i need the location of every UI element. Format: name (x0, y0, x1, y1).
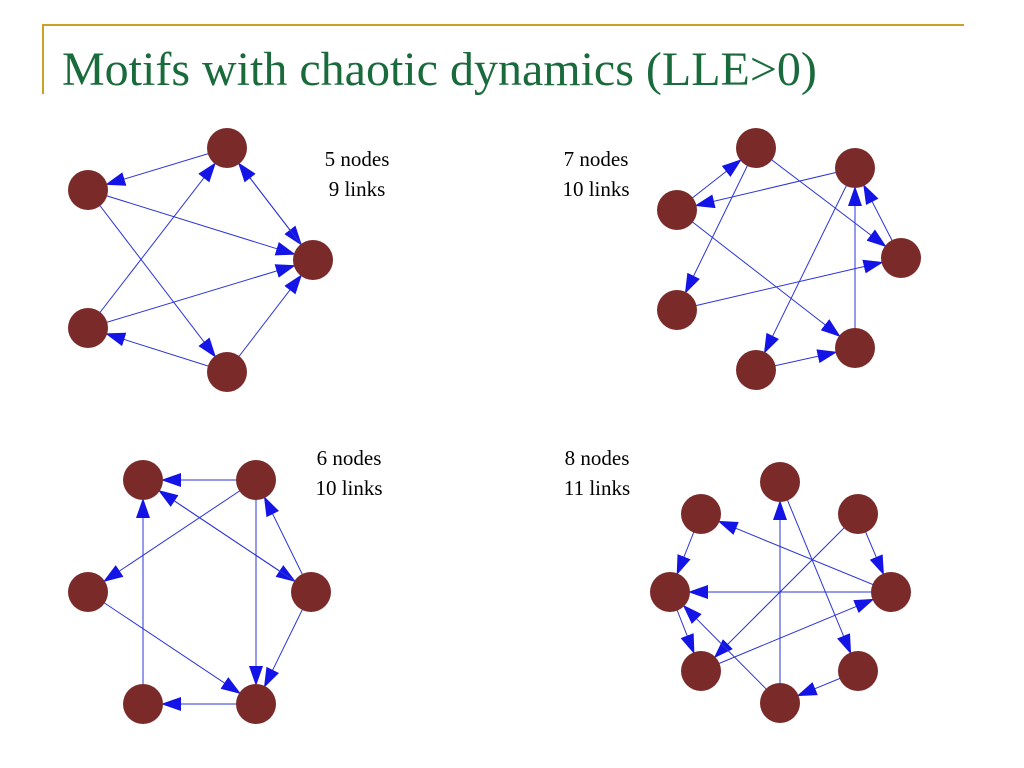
motif-6-link-count: 10 links (315, 476, 382, 500)
edge-m6-3-to-0 (157, 489, 312, 593)
edge-m5-3-to-0 (87, 162, 216, 329)
node-m7-0 (736, 128, 776, 168)
edge-m5-3-to-2 (87, 264, 296, 329)
motif-7-nodes: 7 nodes 10 links (562, 128, 921, 390)
edge-m8-5-to-4 (700, 598, 875, 672)
node-m7-6 (835, 328, 875, 368)
node-m7-4 (657, 290, 697, 330)
title-accent-bar (42, 24, 44, 94)
node-m5-3 (68, 308, 108, 348)
motif-6-nodes: 6 nodes 10 links (68, 446, 383, 724)
node-m8-1 (681, 494, 721, 534)
title-accent-rule (42, 24, 964, 26)
edge-m8-2-to-5 (713, 513, 859, 659)
node-m8-7 (760, 683, 800, 723)
node-m5-4 (207, 352, 247, 392)
motif-8-node-count: 8 nodes (565, 446, 630, 470)
slide-title: Motifs with chaotic dynamics (LLE>0) (62, 43, 817, 96)
motif-5-edges (87, 147, 314, 373)
node-m6-0 (123, 460, 163, 500)
motif-5-nodes: 5 nodes 9 links (68, 128, 389, 392)
node-m5-0 (207, 128, 247, 168)
node-m8-5 (681, 651, 721, 691)
node-m7-3 (881, 238, 921, 278)
node-m8-0 (760, 462, 800, 502)
node-m7-1 (835, 148, 875, 188)
edge-m5-1-to-2 (87, 189, 296, 256)
edge-m6-2-to-5 (87, 591, 242, 695)
node-m6-2 (68, 572, 108, 612)
motif-5-node-count: 5 nodes (325, 147, 390, 171)
node-m8-3 (650, 572, 690, 612)
motif-7-nodes-group (657, 128, 921, 390)
motif-5-link-count: 9 links (329, 177, 386, 201)
node-m5-2 (293, 240, 333, 280)
edge-m7-1-to-2 (694, 167, 856, 209)
motif-6-node-count: 6 nodes (317, 446, 382, 470)
edge-m5-0-to-1 (105, 147, 228, 186)
node-m6-4 (123, 684, 163, 724)
node-m8-6 (838, 651, 878, 691)
motif-7-node-count: 7 nodes (564, 147, 629, 171)
edge-m7-4-to-3 (676, 259, 884, 311)
motif-5-nodes-group (68, 128, 333, 392)
edge-m7-2-to-6 (676, 209, 841, 337)
edge-m8-0-to-6 (779, 481, 852, 655)
edge-m8-7-to-3 (682, 604, 781, 704)
motif-8-nodes-group (650, 462, 911, 723)
motif-8-nodes: 8 nodes 11 links (564, 446, 911, 723)
node-m6-5 (236, 684, 276, 724)
edge-m5-4-to-3 (105, 332, 228, 373)
node-m6-3 (291, 572, 331, 612)
edge-m6-1-to-2 (102, 479, 257, 583)
edge-m8-4-to-1 (717, 520, 892, 593)
edge-m5-4-to-2 (226, 274, 303, 373)
edge-m7-1-to-5 (763, 167, 856, 354)
edge-m7-0-to-4 (684, 147, 757, 294)
node-m8-4 (871, 572, 911, 612)
node-m5-1 (68, 170, 108, 210)
edge-m7-0-to-3 (755, 147, 887, 248)
edge-m5-1-to-4 (87, 189, 217, 358)
edge-m5-2-to-0 (237, 162, 314, 261)
node-m8-2 (838, 494, 878, 534)
motif-6-edges (87, 473, 312, 711)
node-m7-5 (736, 350, 776, 390)
node-m7-2 (657, 190, 697, 230)
motif-6-nodes-group (68, 460, 331, 724)
motif-7-link-count: 10 links (562, 177, 629, 201)
node-m6-1 (236, 460, 276, 500)
motif-8-link-count: 11 links (564, 476, 630, 500)
